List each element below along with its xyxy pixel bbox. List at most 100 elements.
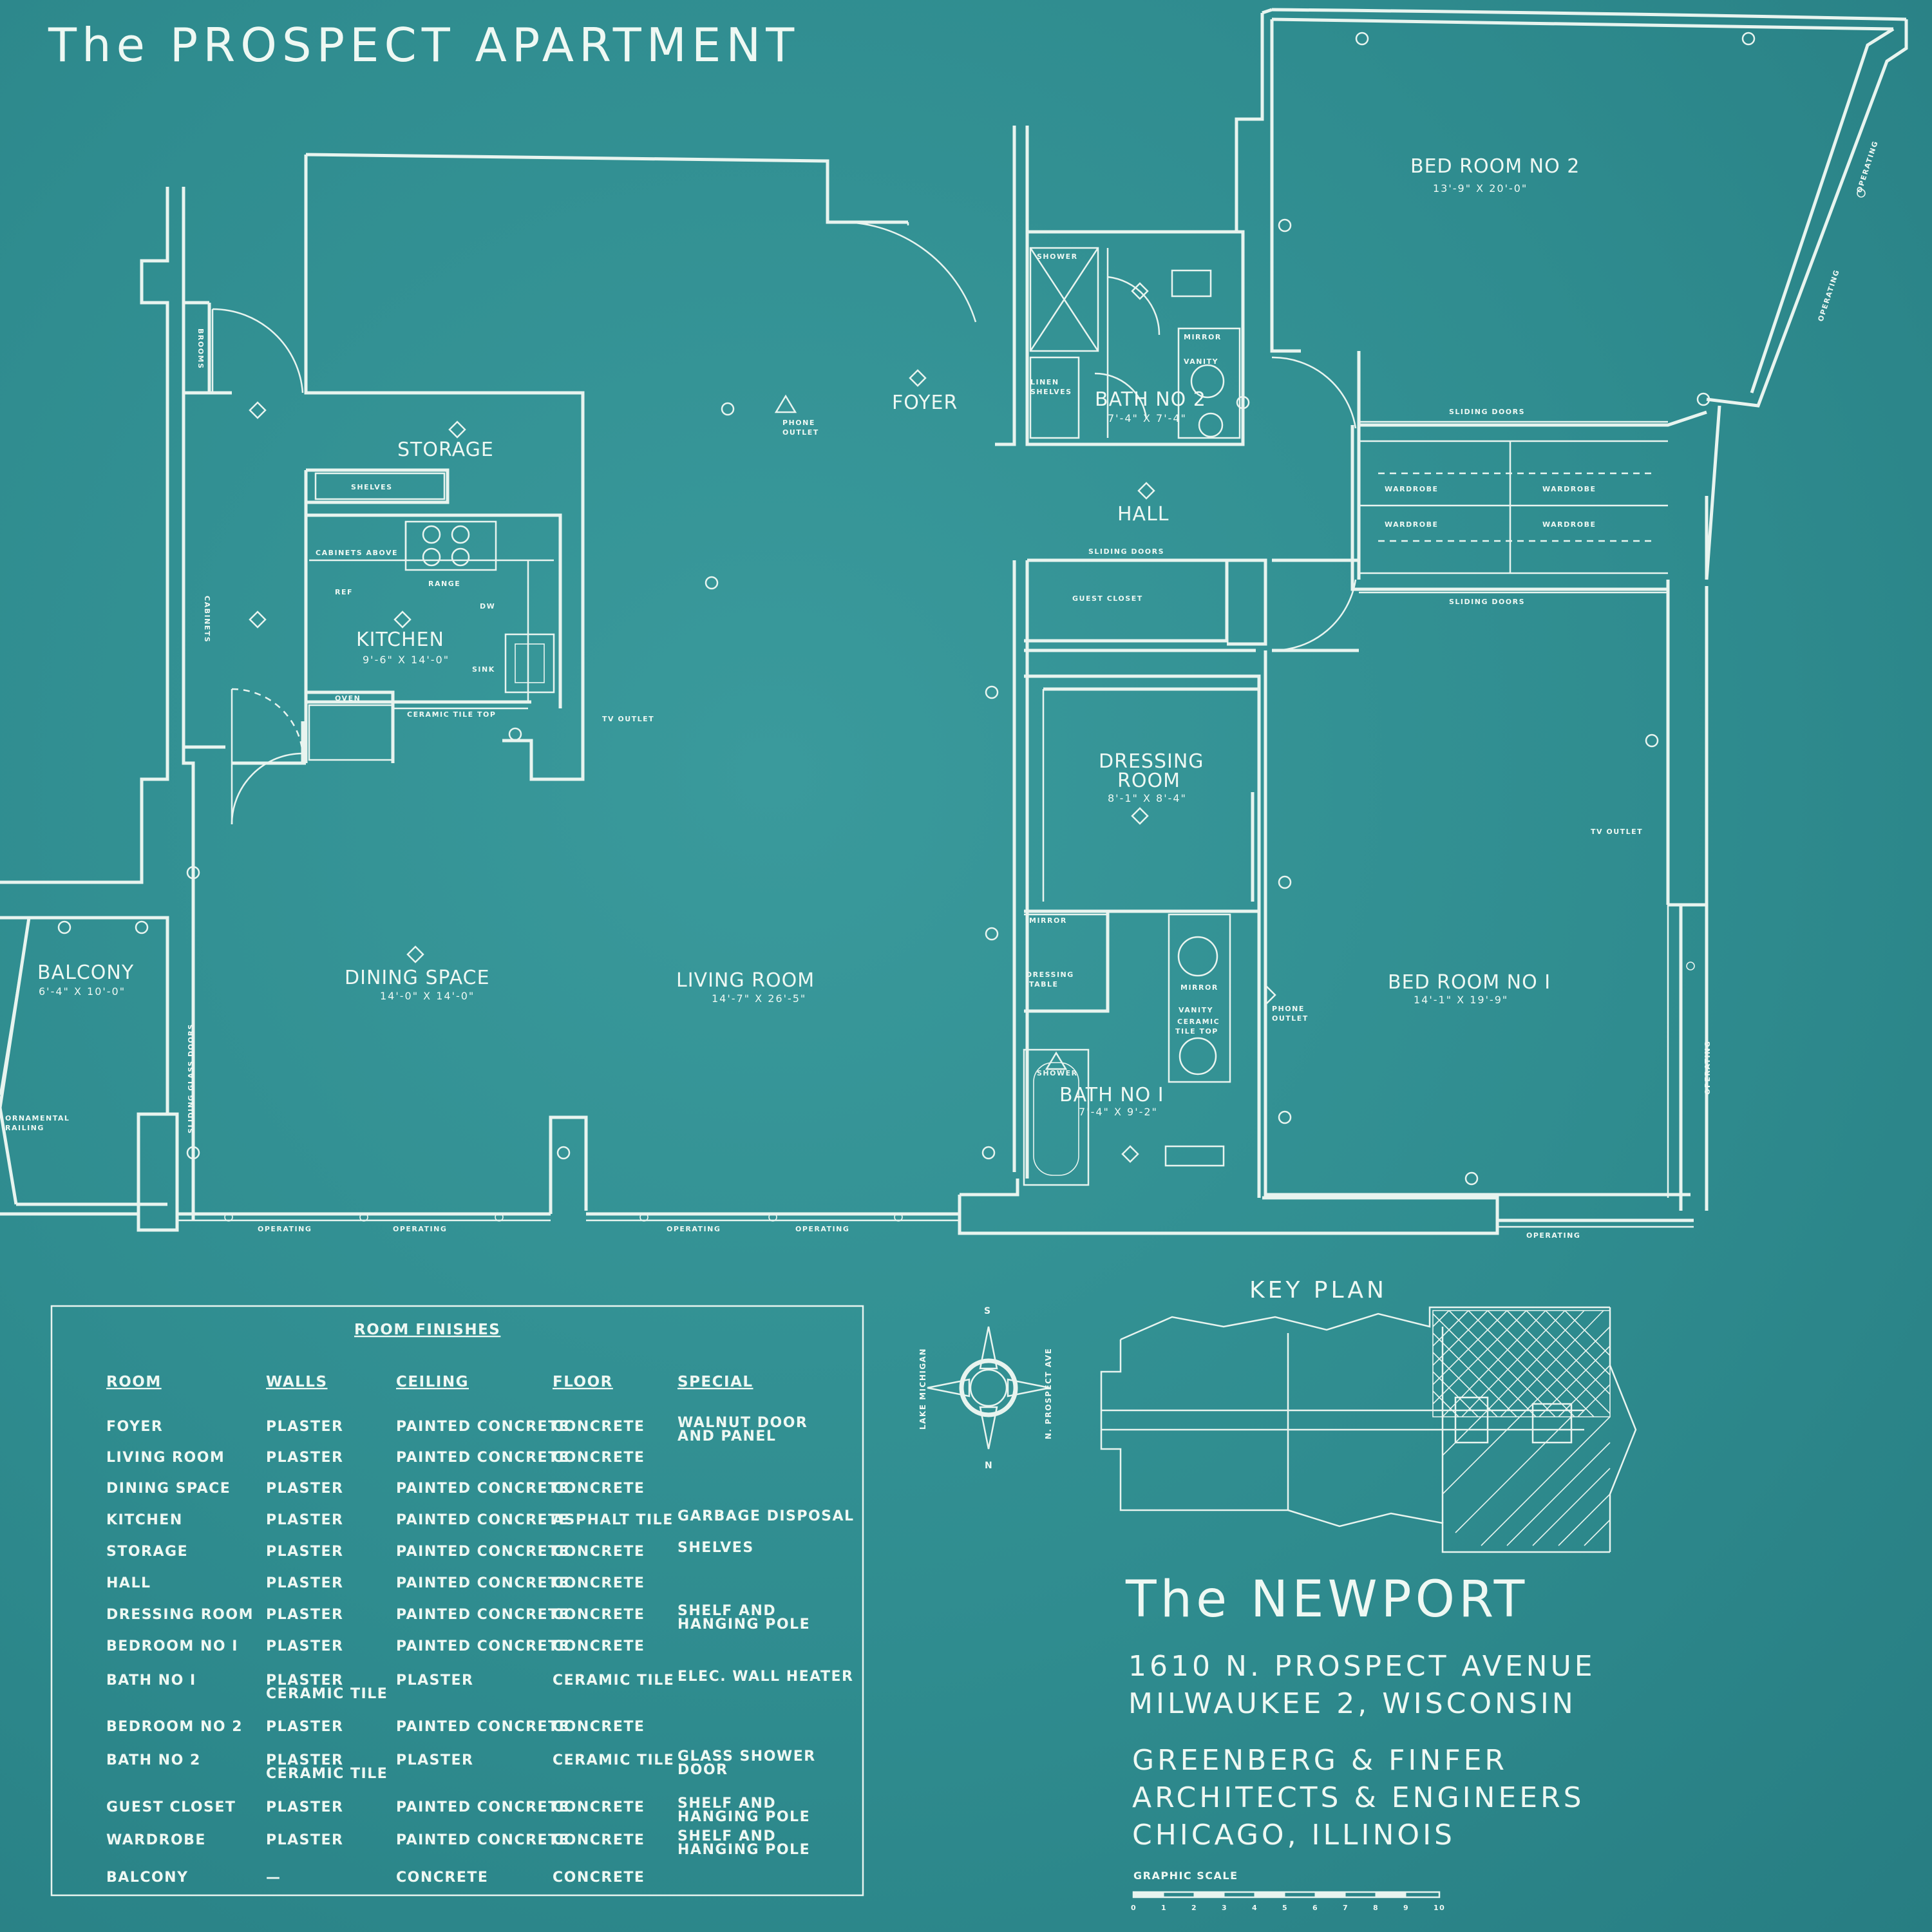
label-shelves: SHELVES [351,483,393,491]
label-tv-outlet-bedroom: TV OUTLET [1591,828,1643,836]
finishes-cell: CONCRETE [553,1575,645,1591]
room-dim-bath-1: 7'-4" X 9'-2" [1079,1106,1158,1118]
label-operating-2: OPERATING [393,1225,447,1233]
room-label-bedroom-1: BED ROOM NO I [1388,971,1551,994]
finishes-cell: PLASTER [266,1419,344,1435]
label-guest-closet: GUEST CLOSET [1072,594,1143,603]
finishes-walls-line2: CERAMIC TILE [266,1686,388,1702]
scale-tick-label: 6 [1312,1904,1318,1912]
scale-tick-label: 8 [1373,1904,1379,1912]
scale-label: GRAPHIC SCALE [1133,1870,1238,1882]
finishes-walls-line2: CERAMIC TILE [266,1766,388,1782]
finishes-special-cell: HANGING POLE [677,1842,810,1858]
scale-tick-label: 1 [1161,1904,1167,1912]
label-oven: OVEN [335,694,361,703]
label-mirror-dressing: MIRROR [1029,916,1067,925]
electrical-symbols [57,32,1756,1186]
kitchen-fixtures [308,472,555,761]
room-dim-living: 14'-7" X 26'-5" [712,992,806,1005]
label-tv-outlet-kitchen: TV OUTLET [602,715,654,723]
finishes-cell: CONCRETE [553,1544,645,1560]
room-dim-bedroom-1: 14'-1" X 19'-9" [1414,994,1508,1006]
finishes-title: ROOM FINISHES [354,1321,500,1338]
label-ref: REF [335,588,353,596]
compass-n: N [985,1461,993,1471]
firm-line-3: CHICAGO, ILLINOIS [1132,1819,1455,1852]
room-label-dressing-2: ROOM [1117,770,1180,792]
finishes-cell: PLASTER [266,1719,344,1735]
label-operating-1: OPERATING [258,1225,312,1233]
finishes-cell: KITCHEN [106,1512,183,1528]
compass-lake: LAKE MICHIGAN [918,1348,927,1430]
room-label-balcony: BALCONY [37,961,134,984]
label-sliding-doors-hall: SLIDING DOORS [1088,547,1164,556]
label-shower-2: SHOWER [1037,252,1078,261]
scale-tick-label: 7 [1343,1904,1349,1912]
finishes-special-cell: SHELF AND [677,1603,776,1619]
finishes-cell: BEDROOM NO 2 [106,1719,243,1735]
address-line-1: 1610 N. PROSPECT AVENUE [1128,1650,1596,1683]
finishes-header-special: SPECIAL [677,1374,753,1390]
finishes-cell: PLASTER [266,1832,344,1848]
room-dim-kitchen: 9'-6" X 14'-0" [363,654,450,666]
scale-tick-label: 2 [1191,1904,1197,1912]
scale-tick-label: 10 [1434,1904,1445,1912]
label-operating-3: OPERATING [667,1225,721,1233]
room-label-kitchen: KITCHEN [356,629,444,651]
finishes-special-cell: HANGING POLE [677,1809,810,1825]
finishes-cell: CONCRETE [553,1799,645,1815]
label-wardrobe-2: WARDROBE [1542,485,1596,493]
label-dressing-table-1: DRESSING [1026,971,1074,979]
room-dim-balcony: 6'-4" X 10'-0" [39,985,126,998]
room-labels: BED ROOM NO 2 13'-9" X 20'-0" FOYER BATH… [37,155,1579,1118]
label-operating-6: OPERATING [1703,1041,1712,1095]
finishes-cell: PAINTED CONCRETE [396,1607,569,1623]
finishes-cell: PAINTED CONCRETE [396,1638,569,1654]
building-info: The NEWPORT 1610 N. PROSPECT AVENUE MILW… [1125,1571,1596,1852]
finishes-cell: PLASTER [266,1481,344,1497]
label-phone-2: PHONE [1272,1005,1305,1013]
plan-title: The PROSPECT APARTMENT [48,18,799,72]
finishes-cell: BATH NO 2 [106,1752,201,1768]
label-railing: RAILING [5,1124,44,1132]
finishes-special-cell: GARBAGE DISPOSAL [677,1508,855,1524]
finishes-cell: PAINTED CONCRETE [396,1575,569,1591]
label-range: RANGE [428,580,460,588]
finishes-cell: CONCRETE [553,1607,645,1623]
label-sliding-doors-bottom: SLIDING DOORS [1449,598,1525,606]
finishes-header-ceiling: CEILING [396,1374,469,1390]
finishes-cell: PAINTED CONCRETE [396,1719,569,1735]
finishes-special-cell: HANGING POLE [677,1616,810,1633]
compass-prospect: N. PROSPECT AVE [1044,1348,1053,1439]
compass-s: S [984,1306,992,1316]
finishes-cell: GUEST CLOSET [106,1799,236,1815]
finishes-special-cell: WALNUT DOOR [677,1415,808,1431]
finishes-cell: PLASTER [266,1512,344,1528]
finishes-cell: PLASTER [266,1752,344,1768]
finishes-cell: PLASTER [266,1638,344,1654]
finishes-cell: PAINTED CONCRETE [396,1832,569,1848]
building-name: The NEWPORT [1125,1571,1528,1629]
room-label-bath-1: BATH NO I [1059,1084,1164,1106]
label-shower-1: SHOWER [1037,1069,1078,1077]
room-label-dressing-1: DRESSING [1099,750,1204,773]
room-label-foyer: FOYER [892,392,958,414]
finishes-cell: — [266,1870,281,1886]
label-wardrobe-1: WARDROBE [1385,485,1438,493]
room-label-storage: STORAGE [397,439,494,461]
firm-line-2: ARCHITECTS & ENGINEERS [1132,1781,1585,1814]
finishes-cell: PLASTER [266,1450,344,1466]
room-dim-bedroom-2: 13'-9" X 20'-0" [1433,182,1528,194]
label-wardrobe-4: WARDROBE [1542,520,1596,529]
scale-tick-label: 0 [1131,1904,1137,1912]
finishes-special-cell: AND PANEL [677,1428,776,1444]
finishes-special-cell: DOOR [677,1762,728,1778]
label-linen-2: SHELVES [1030,388,1072,396]
